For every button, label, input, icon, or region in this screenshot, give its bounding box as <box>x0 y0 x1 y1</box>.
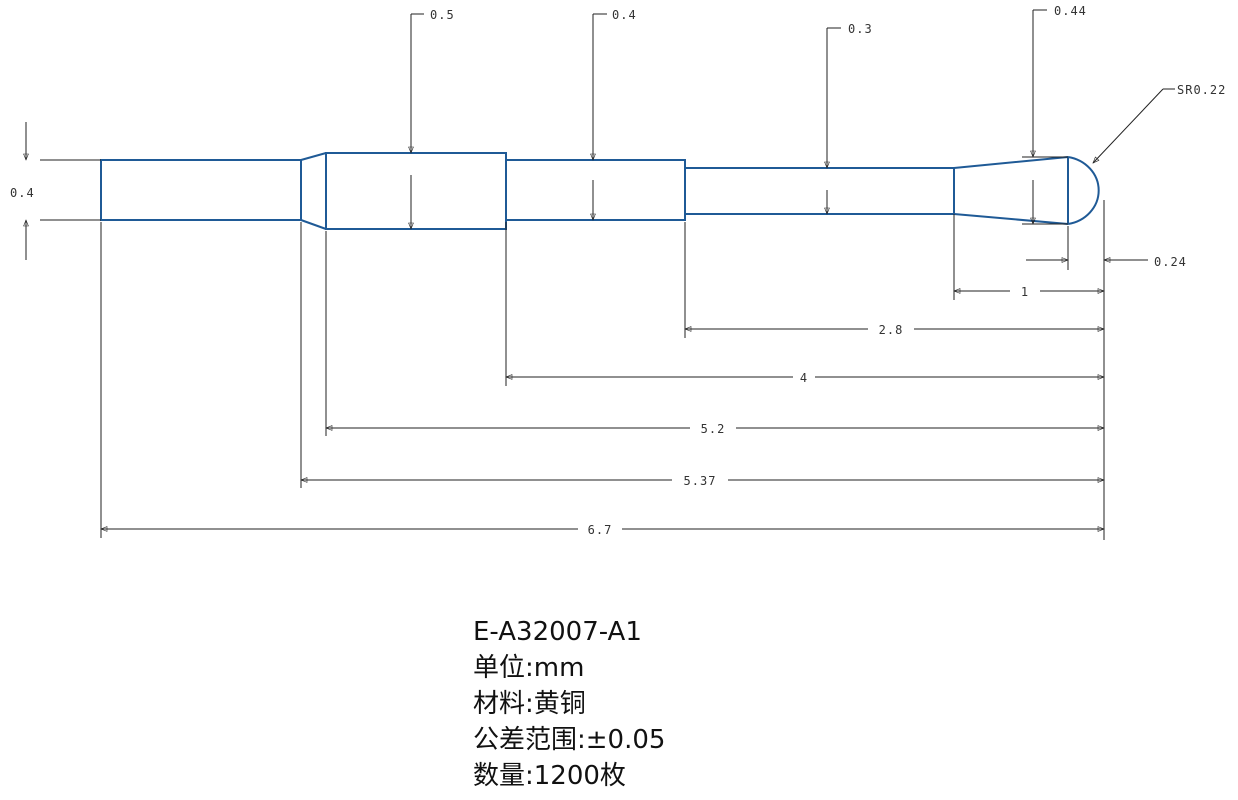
dim-left-diameter: 0.4 <box>10 186 35 200</box>
quantity-line: 数量:1200枚 <box>473 761 626 791</box>
dim-length-middle: 4 <box>800 371 808 385</box>
unit-line: 单位:mm <box>473 653 585 683</box>
dim-collar-diameter: 0.5 <box>430 8 455 22</box>
dim-length-overall: 6.7 <box>588 523 613 537</box>
collar <box>325 152 507 230</box>
middle-section <box>505 159 686 221</box>
chamfer <box>300 152 327 230</box>
dim-length-collar: 5.2 <box>701 422 726 436</box>
dim-middle-diameter: 0.4 <box>612 8 637 22</box>
dim-tip-length: 0.24 <box>1154 255 1187 269</box>
dim-neck-diameter: 0.3 <box>848 22 873 36</box>
dim-tip-diameter: 0.44 <box>1054 4 1087 18</box>
dim-length-chamfer: 5.37 <box>684 474 717 488</box>
tolerance-line: 公差范围:±0.05 <box>473 725 666 755</box>
pin-outline <box>100 152 1100 230</box>
part-number: E-A32007-A1 <box>473 617 642 647</box>
part-info-block: E-A32007-A1 单位:mm 材料:黄铜 公差范围:±0.05 数量:12… <box>473 614 665 794</box>
dimension-labels: 0.4 0.5 0.4 0.3 0.44 SR0.22 0.24 1 2.8 4… <box>10 4 1226 537</box>
material-line: 材料:黄铜 <box>473 689 586 719</box>
neck <box>684 167 955 215</box>
spherical-tip <box>1067 156 1100 225</box>
dim-tip-radius: SR0.22 <box>1177 83 1226 97</box>
left-shank <box>100 159 302 221</box>
dim-length-neck: 2.8 <box>879 323 904 337</box>
tip-cone <box>953 156 1069 225</box>
dimension-lines <box>23 9 1175 540</box>
dim-length-cone: 1 <box>1021 285 1029 299</box>
